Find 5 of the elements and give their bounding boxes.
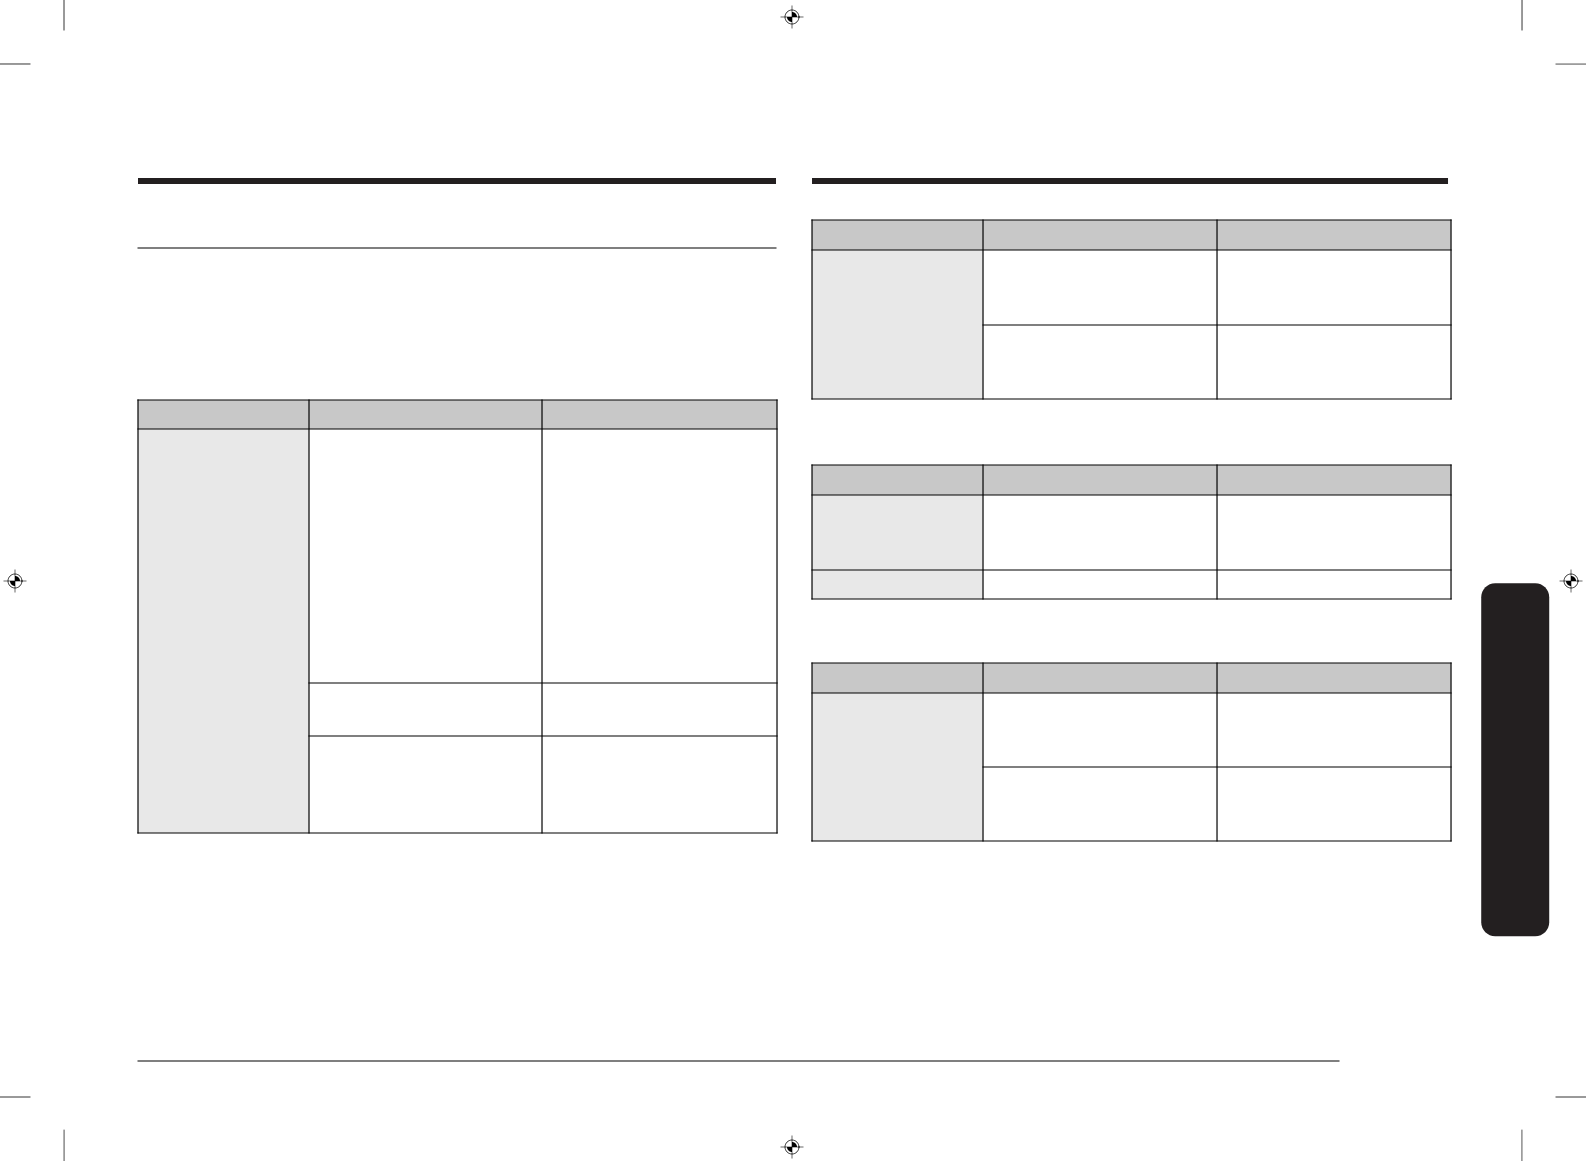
table [811, 464, 1452, 600]
side-tab [1481, 583, 1550, 937]
table [811, 662, 1452, 842]
table [811, 219, 1452, 400]
table [137, 399, 778, 834]
